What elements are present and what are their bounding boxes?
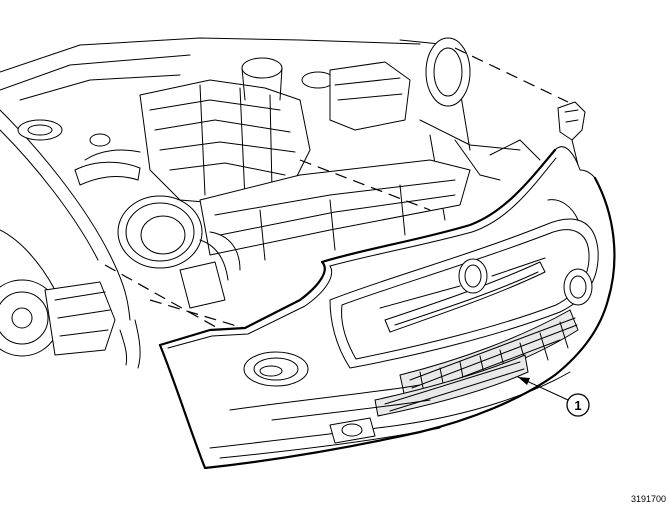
callout-label: 1 — [574, 398, 581, 413]
figure-number: 3191700 — [630, 494, 666, 504]
callout-arrowhead — [518, 377, 530, 385]
callout-1: 1 — [517, 376, 590, 417]
front-bumper-fascia — [158, 101, 616, 470]
vehicle-front-end — [0, 37, 541, 369]
callout-circle — [566, 393, 590, 417]
alignment-guide-lines — [104, 47, 569, 336]
